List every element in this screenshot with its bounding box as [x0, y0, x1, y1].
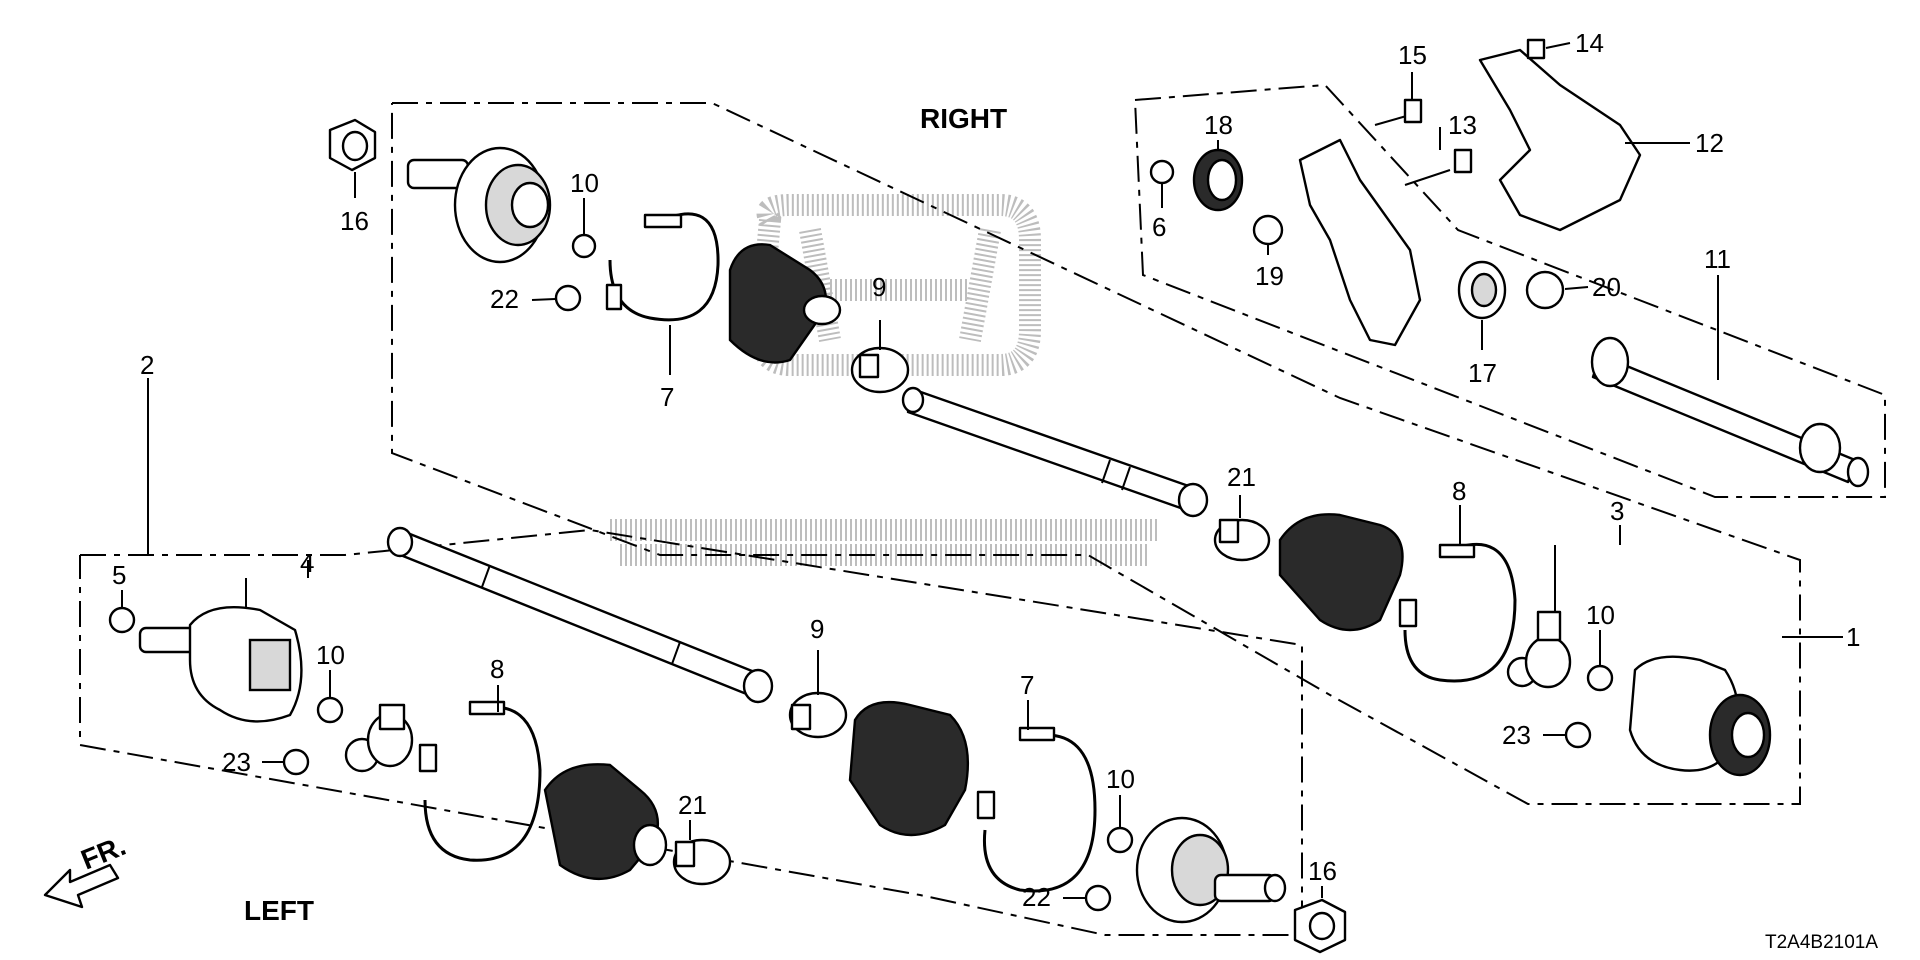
circlip-10-left-outer	[1106, 826, 1134, 854]
circlip-10-left-inner	[316, 696, 344, 724]
set-ring-23-right	[1564, 721, 1592, 749]
outboard-joint-right	[406, 146, 552, 264]
callouts: 1 2 3 4 5 6 7 7 8 8 9 9 10 10 10 10 11 1…	[112, 28, 1860, 912]
outline-right-shaft	[391, 102, 1801, 805]
shaft-left	[386, 526, 774, 704]
bolt-14	[1526, 38, 1546, 60]
spindle-nut-16-bottom	[1293, 898, 1347, 954]
outboard-joint-left	[1135, 816, 1287, 924]
front-arrow-icon	[43, 863, 120, 909]
callout-21-left: 21	[678, 790, 707, 820]
boot-band-7-right	[605, 212, 720, 322]
boot-band-9-left	[788, 691, 848, 739]
callout-8-right: 8	[1452, 476, 1466, 506]
boot-band-9-right	[850, 346, 910, 394]
callout-11: 11	[1704, 244, 1731, 274]
callout-23-right: 23	[1502, 720, 1531, 750]
leader-lines	[121, 42, 1843, 899]
callout-16-bottom: 16	[1308, 856, 1337, 886]
callout-10-right-top: 10	[570, 168, 599, 198]
inboard-joint-right	[1628, 655, 1772, 777]
shaft-right	[901, 386, 1209, 518]
callout-7-right: 7	[660, 382, 674, 412]
callout-15: 15	[1398, 40, 1427, 70]
callout-10-right-inner: 10	[1586, 600, 1615, 630]
callout-10-left-inner: 10	[316, 640, 345, 670]
snap-ring-20	[1525, 270, 1565, 310]
callout-17: 17	[1468, 358, 1497, 388]
spindle-nut-16-top	[328, 118, 377, 172]
callout-9-right: 9	[872, 272, 886, 302]
callout-18: 18	[1204, 110, 1233, 140]
snap-ring-6	[1149, 159, 1175, 185]
intermediate-shaft-11	[1590, 336, 1870, 488]
left-shaft-parts	[108, 526, 1287, 924]
callout-1: 1	[1846, 622, 1860, 652]
right-shaft-parts	[406, 146, 1772, 777]
callout-5: 5	[112, 560, 126, 590]
side-label-left: LEFT	[244, 895, 314, 926]
callout-9-left: 9	[810, 614, 824, 644]
inboard-joint-left	[138, 606, 303, 723]
callout-19: 19	[1255, 261, 1284, 291]
boot-band-8-left	[418, 700, 542, 862]
callout-22-right: 22	[490, 284, 519, 314]
callout-23-left: 23	[222, 747, 251, 777]
boot-band-8-right	[1398, 542, 1517, 683]
diagram-code: T2A4B2101A	[1765, 932, 1878, 953]
boot-band-21-left	[672, 838, 732, 886]
tripod-joint-left	[344, 703, 414, 773]
callout-22-left: 22	[1022, 882, 1051, 912]
circlip-10-right-top	[571, 233, 597, 259]
boot-left-inner	[543, 763, 668, 881]
callout-13: 13	[1448, 110, 1477, 140]
boot-band-7-left	[976, 726, 1097, 893]
callout-10-left-outer: 10	[1106, 764, 1135, 794]
boot-band-21-right	[1213, 518, 1271, 562]
clip-19	[1252, 214, 1284, 246]
callout-12: 12	[1695, 128, 1724, 158]
bracket-intermediate	[1298, 138, 1422, 347]
boot-right-inner	[1278, 513, 1404, 632]
set-ring-5	[108, 606, 136, 634]
callout-16-top: 16	[340, 206, 369, 236]
side-label-right: RIGHT	[920, 103, 1007, 134]
callout-21-right: 21	[1227, 462, 1256, 492]
set-ring-23-left	[282, 748, 310, 776]
tripod-joint-right	[1506, 610, 1572, 689]
intermediate-shaft-parts	[1149, 38, 1870, 488]
set-ring-22-right	[554, 284, 582, 312]
callout-3: 3	[1610, 496, 1624, 526]
front-arrow-label: FR.	[77, 830, 130, 876]
callout-14: 14	[1575, 28, 1604, 58]
front-arrow	[43, 863, 120, 909]
circlip-10-right-inner	[1586, 664, 1614, 692]
callout-2: 2	[140, 350, 154, 380]
boot-right	[728, 243, 842, 364]
callout-8-left: 8	[490, 654, 504, 684]
callout-20: 20	[1592, 272, 1621, 302]
boot-left-outer	[848, 701, 970, 837]
heat-shield-12	[1478, 48, 1642, 232]
callout-7-left: 7	[1020, 670, 1034, 700]
callout-6: 6	[1152, 212, 1166, 242]
callout-4: 4	[300, 548, 314, 578]
set-ring-22-left	[1084, 884, 1112, 912]
bolt-13	[1404, 169, 1451, 186]
